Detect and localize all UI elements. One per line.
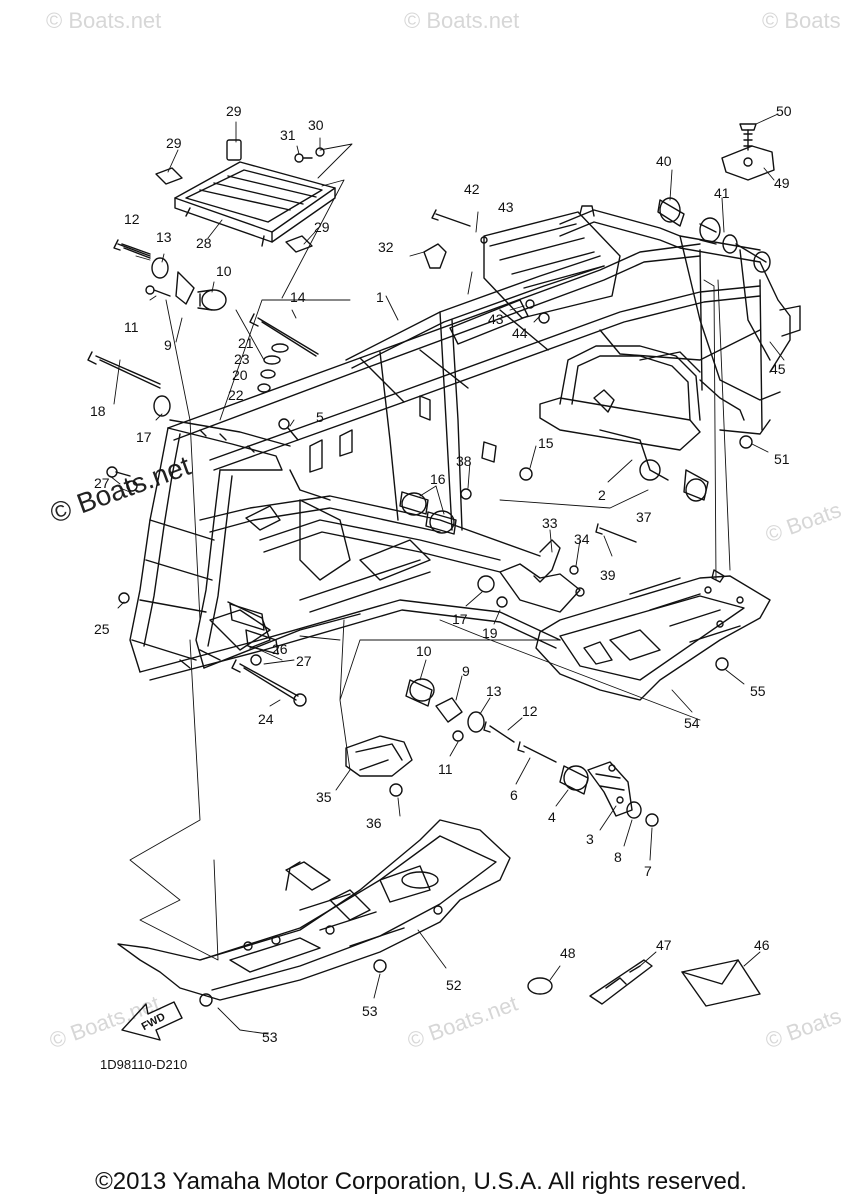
part-label: 36 [366, 815, 382, 831]
lower-mounts [399, 467, 637, 613]
lower-left-hardware [106, 466, 307, 707]
part-label: 2 [598, 487, 606, 503]
part-label: 22 [228, 387, 244, 403]
watermark: © Boats. [762, 8, 842, 33]
bracket-35 [345, 735, 413, 797]
part-label: 29 [166, 135, 182, 151]
part-label: 54 [684, 715, 700, 731]
part-label: 46 [754, 937, 770, 953]
part-label: 51 [774, 451, 790, 467]
part-label: 55 [750, 683, 766, 699]
part-label: 11 [124, 319, 139, 335]
part-label: 48 [560, 945, 576, 961]
part-label: 29 [226, 103, 242, 119]
part-label: 5 [316, 409, 324, 425]
part-label: 17 [452, 611, 468, 627]
part-label: 23 [234, 351, 250, 367]
watermark: © Boats.net [46, 8, 162, 33]
part-label: 10 [216, 263, 232, 279]
part-label: 27 [94, 475, 110, 491]
part-label: 34 [574, 531, 590, 547]
part-label: 14 [290, 289, 306, 305]
part-label: 15 [538, 435, 554, 451]
part-label: 38 [456, 453, 472, 469]
part-label: 47 [656, 937, 672, 953]
crossbar-plate [423, 209, 621, 324]
accessories [527, 959, 761, 1007]
part-label: 35 [316, 789, 332, 805]
copyright-notice: ©2013 Yamaha Motor Corporation, U.S.A. A… [95, 1168, 747, 1195]
fwd-arrow [121, 1001, 183, 1041]
part-label: 32 [378, 239, 394, 255]
front-skid-plate [117, 819, 511, 1007]
part-label: 29 [314, 219, 330, 235]
diagram-reference-code: 1D98110-D210 [100, 1057, 188, 1072]
part-label: 9 [462, 663, 470, 679]
part-label: 7 [644, 863, 652, 879]
part-label: 26 [272, 641, 288, 657]
part-label: 43 [498, 199, 514, 215]
part-label: 6 [510, 787, 518, 803]
part-label: 1 [376, 289, 384, 305]
rear-side-parts [639, 123, 801, 502]
part-label: 52 [446, 977, 462, 993]
part-label: 25 [94, 621, 110, 637]
part-label: 30 [308, 117, 324, 133]
part-label: 27 [296, 653, 312, 669]
rear-skid-plate [535, 569, 771, 701]
part-label: 19 [482, 625, 498, 641]
part-label: 28 [196, 235, 212, 251]
part-label: 9 [164, 337, 172, 353]
part-label: 13 [156, 229, 172, 245]
part-label: 21 [238, 335, 254, 351]
part-label: 18 [90, 403, 106, 419]
part-label: 41 [714, 185, 730, 201]
watermark: © Boats.net [404, 8, 520, 33]
part-label: 12 [522, 703, 538, 719]
part-label: 40 [656, 153, 672, 169]
frame-leader-lines [109, 113, 785, 1035]
part-label: 13 [486, 683, 502, 699]
part-label: 8 [614, 849, 622, 865]
part-label: 44 [512, 325, 528, 341]
part-label: 53 [362, 1003, 378, 1019]
part-label: 45 [770, 361, 786, 377]
part-label: 39 [600, 567, 616, 583]
part-label: 43 [488, 311, 504, 327]
part-label: 50 [776, 103, 792, 119]
front-mount-hardware [113, 239, 227, 311]
part-label: 42 [464, 181, 480, 197]
part-label: 53 [262, 1029, 278, 1045]
part-label: 17 [136, 429, 152, 445]
part-label: 37 [636, 509, 652, 525]
leader-lines [167, 121, 353, 299]
part-label: 49 [774, 175, 790, 191]
part-label: 33 [542, 515, 558, 531]
main-frame [129, 205, 791, 681]
part-label: 12 [124, 211, 140, 227]
part-label: 20 [232, 367, 248, 383]
front-arm-parts [405, 678, 659, 827]
part-label: 3 [586, 831, 594, 847]
part-label: 16 [430, 471, 446, 487]
part-label: 11 [438, 761, 453, 777]
part-label: 31 [280, 127, 296, 143]
rear-rack-bracket [155, 139, 336, 253]
part-label: 4 [548, 809, 556, 825]
part-label: 10 [416, 643, 432, 659]
center-fasteners [87, 313, 319, 441]
part-label: 24 [258, 711, 274, 727]
